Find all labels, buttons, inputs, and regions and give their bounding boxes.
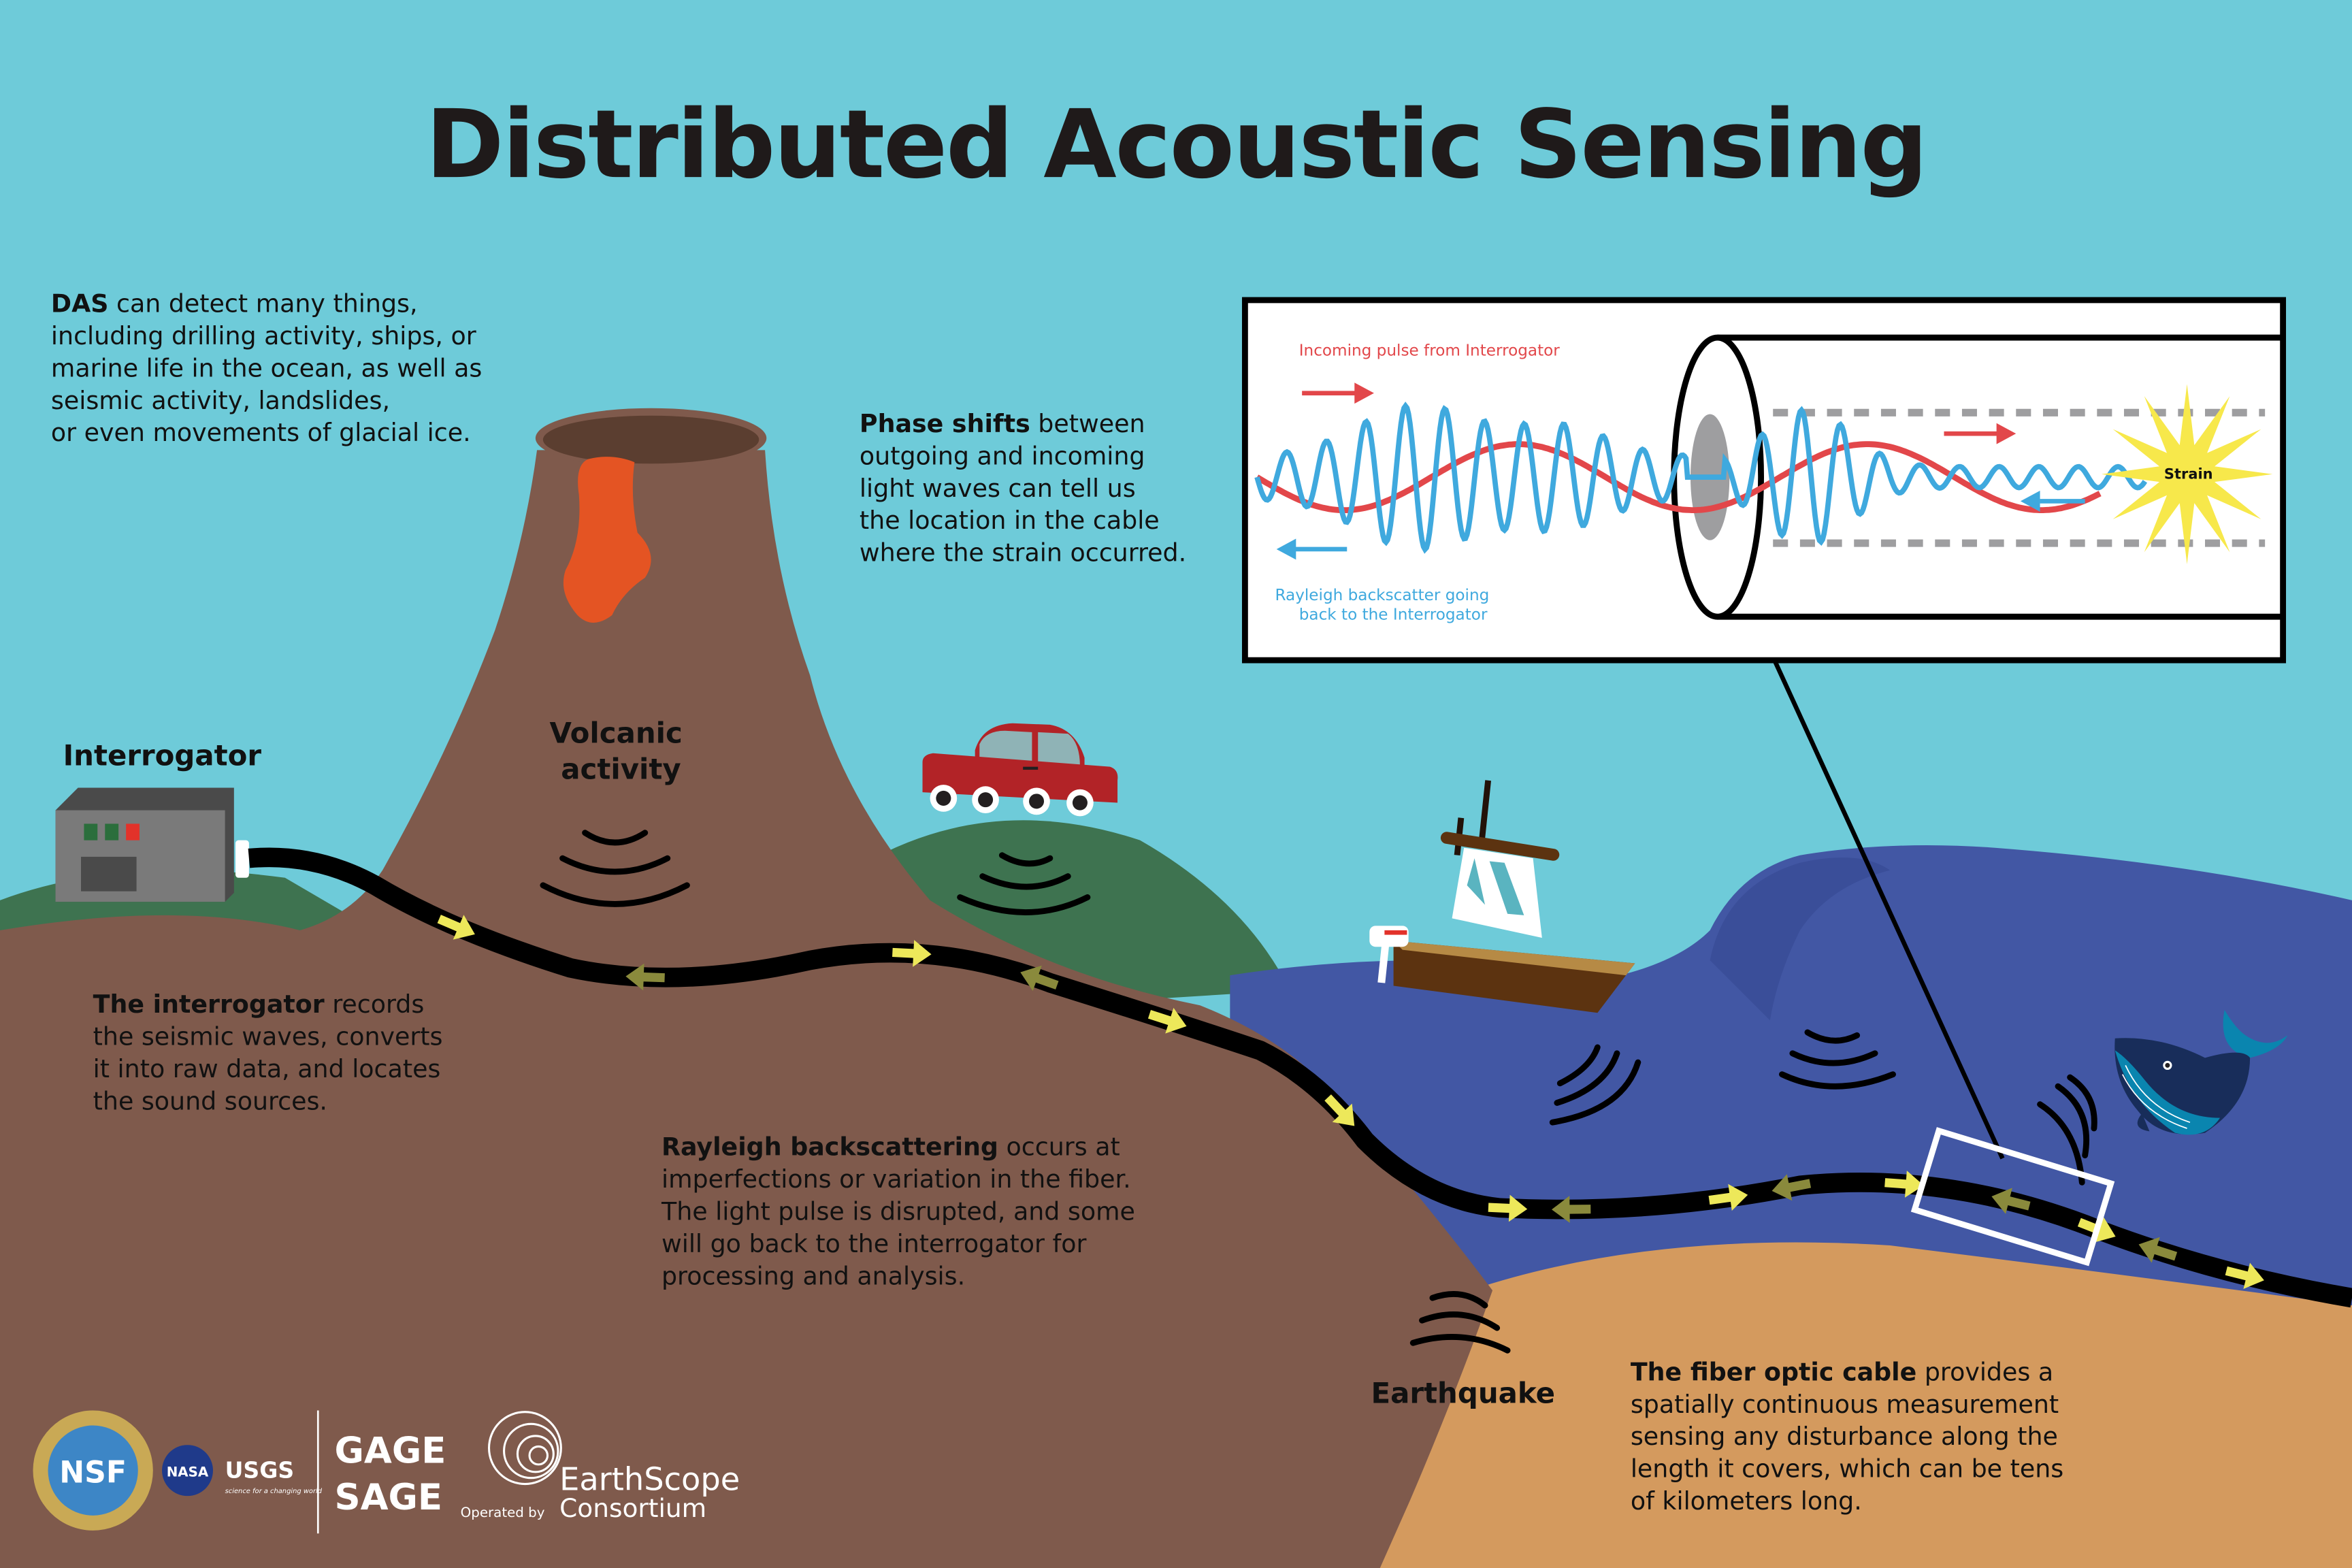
wave-arc-quake-1 bbox=[1429, 1291, 1488, 1309]
arrow-back-icon bbox=[1020, 965, 1059, 992]
boat-icon bbox=[1369, 780, 1635, 1013]
wave-arc-whale-2 bbox=[2055, 1083, 2090, 1159]
wave-crest bbox=[1710, 857, 1891, 1021]
svg-text:NASA: NASA bbox=[167, 1465, 209, 1480]
svg-text:science for a changing world: science for a changing world bbox=[225, 1488, 323, 1495]
wave-arc-ocean-2 bbox=[1554, 1050, 1620, 1106]
wave-arc-volcano-1 bbox=[582, 830, 649, 846]
arrow-back-icon bbox=[625, 963, 665, 991]
wave-arc-whale-1 bbox=[2067, 1074, 2097, 1132]
arrow-forward-icon bbox=[892, 940, 932, 967]
cable-arrows bbox=[437, 915, 2264, 1290]
strain-star-icon bbox=[2101, 384, 2273, 564]
arrow-forward-icon bbox=[1147, 1007, 1187, 1034]
arrow-forward-icon bbox=[1708, 1183, 1748, 1211]
usgs-logo[interactable]: USGS science for a changing world bbox=[225, 1457, 323, 1495]
nasa-logo[interactable]: NASA bbox=[162, 1445, 213, 1497]
arrow-forward-icon bbox=[2225, 1262, 2264, 1290]
callout-line bbox=[1772, 659, 2005, 1160]
consortium-label: Consortium bbox=[559, 1493, 706, 1523]
fiber-cable-description: The fiber optic cable provides a spatial… bbox=[1631, 1357, 2072, 1516]
incoming-pulse-label: Incoming pulse from Interrogator bbox=[1299, 342, 1561, 360]
wave-arc-hill-2 bbox=[979, 873, 1071, 890]
volcanic-activity-label: Volcanic activity bbox=[550, 716, 693, 785]
wave-arc-hill-3 bbox=[957, 894, 1091, 915]
svg-text:USGS: USGS bbox=[225, 1457, 295, 1484]
wave-arc-quake-3 bbox=[1409, 1334, 1511, 1354]
page-title: Distributed Acoustic Sensing bbox=[425, 89, 1926, 199]
logo-bar: NSF NASA USGS science for a changing wor… bbox=[33, 1410, 740, 1534]
arrow-left-blue-icon-2 bbox=[2020, 490, 2085, 512]
wave-arc-wave-1 bbox=[1804, 1029, 1861, 1044]
arrow-forward-icon bbox=[1884, 1171, 1924, 1198]
fiber-optic-cable bbox=[248, 847, 2352, 1308]
backscatter-label-line2: back to the Interrogator bbox=[1299, 606, 1488, 624]
das-intro-text: DAS can detect many things, including dr… bbox=[51, 289, 490, 448]
arrow-right-red-icon-2 bbox=[1944, 423, 2016, 444]
wave-arc-volcano-2 bbox=[559, 855, 671, 875]
arrow-back-icon bbox=[1552, 1196, 1591, 1223]
svg-text:NSF: NSF bbox=[59, 1455, 127, 1490]
gage-label: GAGE bbox=[335, 1431, 446, 1472]
backscatter-label-line1: Rayleigh backscatter going bbox=[1275, 587, 1489, 604]
land-volcano bbox=[0, 450, 1493, 1568]
wave-arc-ocean-1 bbox=[1556, 1044, 1601, 1087]
seismic-waves bbox=[540, 830, 2097, 1354]
incoming-pulse-wave bbox=[1255, 441, 2102, 514]
inset-cable-detail: Strain Incoming pulse from Interrogator … bbox=[1241, 297, 2287, 1160]
wave-arc-ocean-3 bbox=[1549, 1059, 1642, 1126]
earthscope-label: EarthScope bbox=[559, 1460, 740, 1497]
lava-icon bbox=[563, 457, 651, 623]
arrow-left-blue-icon bbox=[1276, 538, 1348, 560]
wave-arc-wave-2 bbox=[1789, 1050, 1878, 1066]
backscatter-wave bbox=[1254, 402, 2148, 554]
car-icon bbox=[922, 723, 1118, 817]
arrow-back-icon bbox=[1771, 1174, 1812, 1201]
arrow-forward-icon bbox=[437, 915, 475, 940]
earthquake-label: Earthquake bbox=[1371, 1376, 1555, 1409]
interrogator-description: The interrogator records the seismic wav… bbox=[93, 990, 451, 1115]
earthscope-spiral-icon bbox=[487, 1411, 562, 1486]
wave-arc-hill-1 bbox=[998, 852, 1054, 867]
wave-arc-volcano-3 bbox=[540, 882, 690, 907]
arrow-right-red-icon bbox=[1302, 382, 1374, 404]
seafloor bbox=[1350, 1242, 2352, 1568]
crater bbox=[542, 415, 760, 464]
operated-by-label: Operated by bbox=[461, 1505, 545, 1520]
phase-shifts-text: Phase shifts between outgoing and incomi… bbox=[860, 409, 1186, 568]
sage-label: SAGE bbox=[335, 1477, 443, 1518]
arrow-forward-icon bbox=[1488, 1194, 1528, 1222]
arrow-back-icon bbox=[2138, 1237, 2178, 1263]
nsf-logo[interactable]: NSF bbox=[33, 1410, 153, 1531]
arrow-forward-icon bbox=[1324, 1094, 1355, 1126]
whale-icon bbox=[2114, 1009, 2288, 1135]
wave-arc-quake-2 bbox=[1419, 1311, 1501, 1331]
strain-label: Strain bbox=[2164, 466, 2213, 482]
interrogator-device[interactable] bbox=[55, 787, 249, 902]
wave-arc-wave-3 bbox=[1779, 1071, 1896, 1090]
rayleigh-description: Rayleigh backscattering occurs at imperf… bbox=[661, 1132, 1143, 1291]
interrogator-label: Interrogator bbox=[63, 738, 262, 772]
wave-arc-whale-3 bbox=[2037, 1101, 2085, 1186]
arrow-back-icon bbox=[1991, 1188, 2031, 1214]
zoom-marker-box bbox=[1910, 1127, 2115, 1267]
